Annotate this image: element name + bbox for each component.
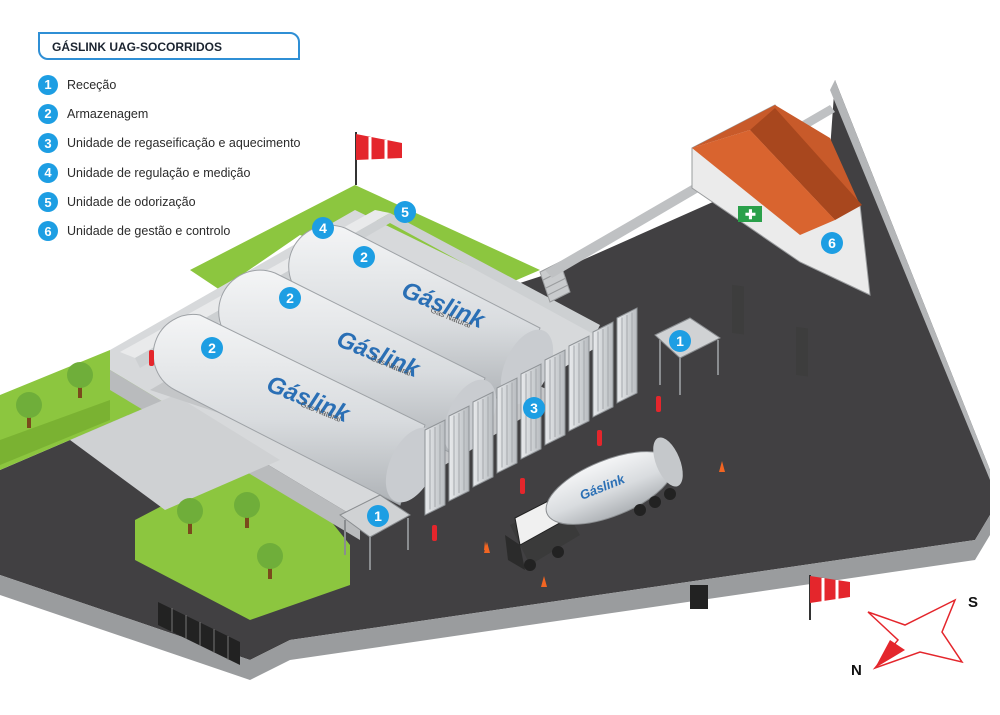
- lng-truck: Gáslink: [505, 437, 683, 571]
- storage-tanks: Gáslink Gás Natural Gáslink Gás Natural …: [152, 224, 554, 506]
- tree: [177, 498, 203, 534]
- legend-number: 6: [38, 221, 58, 242]
- legend-item: 1 Receção: [38, 74, 301, 95]
- badge-storage: 2: [201, 337, 223, 359]
- windsock-icon: [355, 132, 402, 185]
- svg-text:4: 4: [319, 220, 327, 236]
- badge-control: 6: [821, 232, 843, 254]
- svg-text:1: 1: [374, 508, 382, 524]
- tree: [16, 392, 42, 428]
- svg-text:2: 2: [208, 340, 216, 356]
- badge-regasification: 3: [523, 397, 545, 419]
- map-title-box: GÁSLINK UAG-SOCORRIDOS: [38, 32, 300, 60]
- compass-north-label: N: [851, 662, 862, 679]
- legend-item: 6 Unidade de gestão e controlo: [38, 221, 301, 242]
- svg-text:5: 5: [401, 204, 409, 220]
- legend-label: Unidade de regulação e medição: [67, 165, 251, 180]
- trees: [16, 362, 283, 579]
- svg-text:1: 1: [676, 333, 684, 349]
- legend-item: 3 Unidade de regaseificação e aqueciment…: [38, 133, 301, 154]
- tree: [257, 543, 283, 579]
- legend-label: Unidade de odorização: [67, 195, 196, 210]
- fire-extinguishers: [149, 350, 661, 541]
- windsock-icon: [809, 575, 850, 620]
- tree: [67, 362, 93, 398]
- svg-text:2: 2: [360, 249, 368, 265]
- badge-regulation: 4: [312, 217, 334, 239]
- tree: [234, 492, 260, 528]
- legend-label: Receção: [67, 77, 117, 92]
- legend-number: 1: [38, 74, 58, 95]
- legend-item: 4 Unidade de regulação e medição: [38, 162, 301, 183]
- svg-text:✚: ✚: [745, 207, 756, 222]
- entrance-gate: [158, 585, 708, 665]
- legend-label: Unidade de regaseificação e aquecimento: [67, 136, 301, 151]
- badge-storage: 2: [353, 246, 375, 268]
- legend-label: Armazenagem: [67, 106, 149, 121]
- badge-reception: 1: [669, 330, 691, 352]
- svg-text:3: 3: [530, 400, 538, 416]
- legend-label: Unidade de gestão e controlo: [67, 224, 231, 239]
- map-title: GÁSLINK UAG-SOCORRIDOS: [52, 40, 223, 54]
- legend-number: 2: [38, 103, 58, 124]
- tank: Gáslink Gás Natural: [288, 224, 554, 406]
- traffic-cones: [484, 461, 725, 587]
- legend-number: 3: [38, 133, 58, 154]
- legend-number: 4: [38, 162, 58, 183]
- badge-reception: 1: [367, 505, 389, 527]
- vaporizer-units: [424, 307, 638, 516]
- legend-number: 5: [38, 192, 58, 213]
- compass-south-label: S: [968, 594, 979, 611]
- legend-item: 5 Unidade de odorização: [38, 192, 301, 213]
- compass-rose-icon: [867, 598, 964, 670]
- legend: 1 Receção 2 Armazenagem 3 Unidade de reg…: [38, 74, 301, 250]
- legend-item: 2 Armazenagem: [38, 103, 301, 124]
- badge-storage: 2: [279, 287, 301, 309]
- svg-text:2: 2: [286, 290, 294, 306]
- badge-odorization: 5: [394, 201, 416, 223]
- svg-text:6: 6: [828, 235, 836, 251]
